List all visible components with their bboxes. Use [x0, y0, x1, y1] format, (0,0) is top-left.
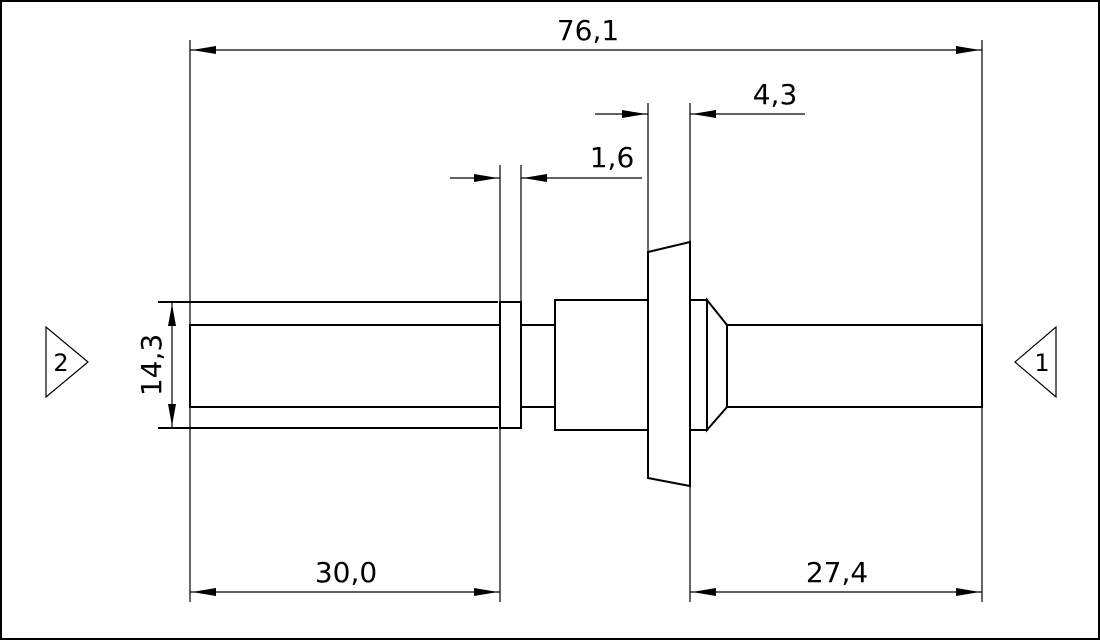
cone	[706, 297, 728, 433]
dimension-flange-thickness: 4,3	[595, 78, 805, 118]
flange-thickness-label: 4,3	[753, 78, 798, 111]
neck	[520, 324, 556, 408]
flange	[647, 240, 691, 488]
dimension-right-length: 27,4	[690, 556, 982, 596]
view-marker-right-label: 1	[1034, 349, 1049, 377]
left-length-label: 30,0	[315, 556, 377, 589]
view-marker-left: 2	[45, 325, 89, 399]
overall-length-label: 76,1	[557, 14, 619, 47]
hub	[554, 299, 649, 431]
dimension-collar-width: 1,6	[450, 141, 642, 182]
view-marker-right: 1	[1014, 325, 1057, 399]
dimension-overall-length: 76,1	[190, 14, 982, 54]
dimension-left-length: 30,0	[190, 556, 500, 596]
collar	[499, 301, 522, 429]
left-shank	[189, 324, 501, 408]
shank-height-label: 14,3	[135, 334, 168, 396]
extension-lines	[189, 40, 983, 602]
right-shank	[726, 324, 983, 408]
collar-width-label: 1,6	[590, 141, 635, 174]
triangle-marker-icon	[45, 325, 89, 399]
view-marker-left-label: 2	[53, 349, 68, 377]
dimension-shank-height: 14,3	[135, 302, 176, 428]
flange-step	[689, 299, 708, 431]
part-outline	[158, 240, 983, 488]
triangle-marker-icon	[1014, 325, 1057, 399]
right-length-label: 27,4	[806, 556, 868, 589]
